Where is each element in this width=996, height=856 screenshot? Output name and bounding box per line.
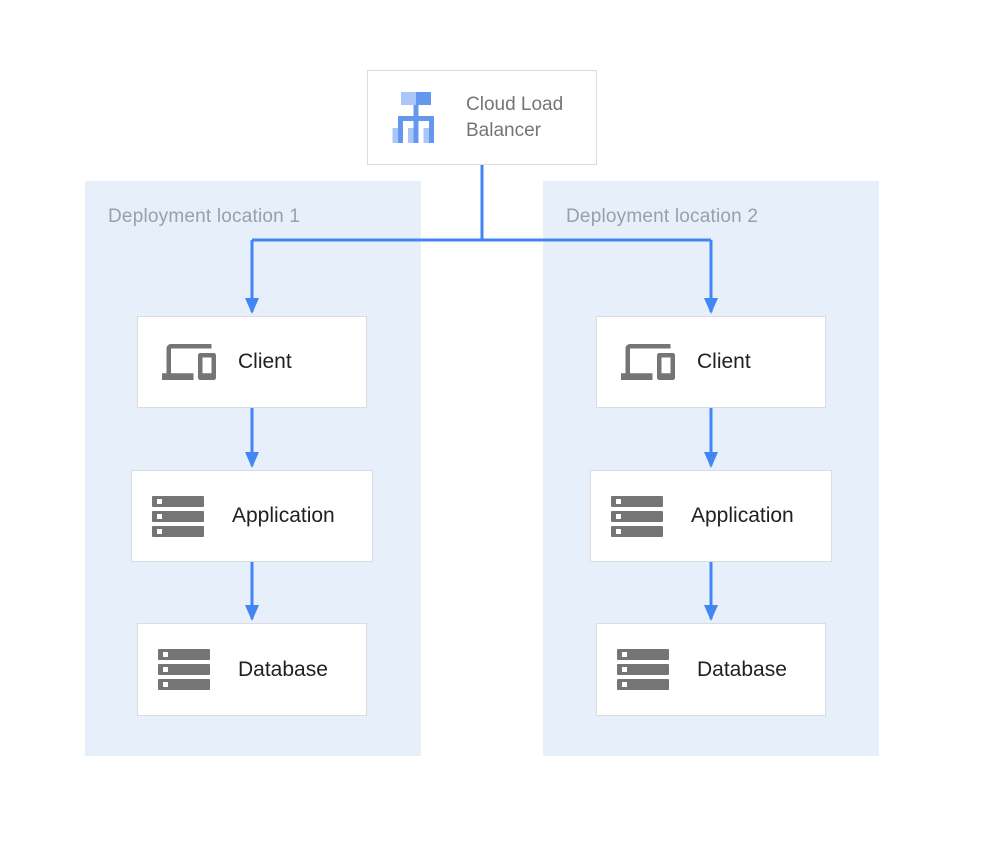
database-node-2: Database [596,623,826,716]
load-balancer-label: Cloud Load Balancer [466,93,564,141]
application-node-2-label: Application [691,504,794,527]
cloud-load-balancer-node: Cloud Load Balancer [367,70,597,165]
database-node-2-label: Database [697,657,787,681]
client-node-1-label: Client [238,350,292,373]
application-node-1: Application [131,470,373,562]
server-stack-icon [158,649,238,690]
server-stack-icon [152,495,232,537]
application-node-1-label: Application [232,504,335,527]
application-node-2: Application [590,470,832,562]
load-balancer-icon [388,90,466,146]
devices-icon [617,335,697,389]
client-node-2-label: Client [697,350,751,373]
server-stack-icon [617,649,697,690]
database-node-1-label: Database [238,657,328,681]
client-node-2: Client [596,316,826,408]
database-node-1: Database [137,623,367,716]
deployment-panel-2-label: Deployment location 2 [566,206,759,227]
server-stack-icon [611,495,691,537]
devices-icon [158,335,238,389]
client-node-1: Client [137,316,367,408]
deployment-panel-1-label: Deployment location 1 [108,206,301,227]
